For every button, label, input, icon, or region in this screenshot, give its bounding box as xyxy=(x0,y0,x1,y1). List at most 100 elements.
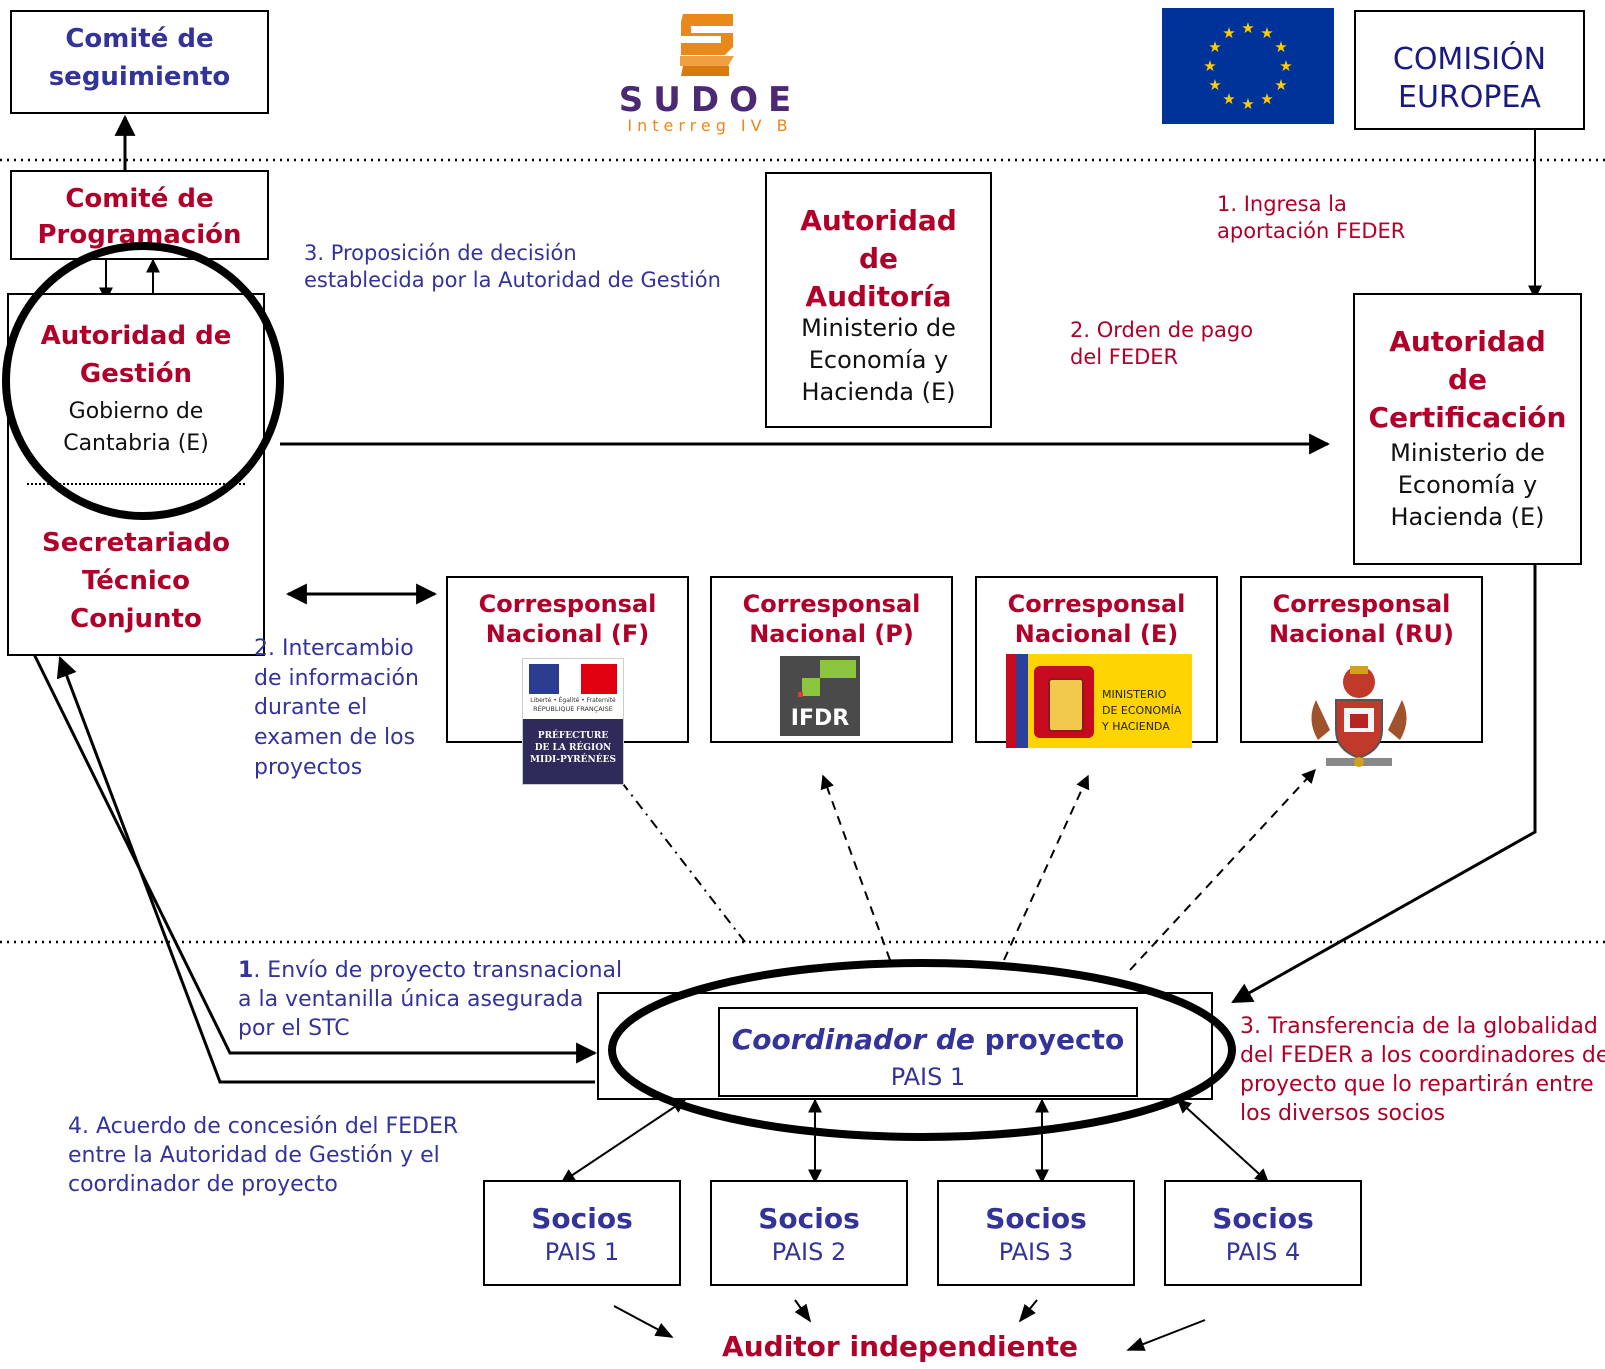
comite-programacion-line1: Comité de xyxy=(65,184,214,214)
autoridad-auditoria-box: Autoridad de Auditoría Ministerio de Eco… xyxy=(765,172,992,428)
prefecture-motto: Liberté • Égalité • Fraternité xyxy=(530,697,616,704)
svg-text:★: ★ xyxy=(1222,90,1235,108)
corresponsal-e-title1: Corresponsal xyxy=(1007,590,1186,618)
prefecture-line2: DE LA RÉGION xyxy=(534,743,612,753)
coordinador-sub: PAIS 1 xyxy=(890,1063,966,1091)
certificacion-sub3: Hacienda (E) xyxy=(1390,503,1545,531)
socios-1-sub: PAIS 1 xyxy=(544,1238,620,1266)
svg-text:★: ★ xyxy=(1208,76,1221,94)
corresponsal-p-title1: Corresponsal xyxy=(742,590,921,618)
comite-seguimiento-box: Comité de seguimiento xyxy=(10,10,269,114)
comision-line2: EUROPEA xyxy=(1398,80,1541,115)
ministry-line1: MINISTERIO xyxy=(1102,688,1167,701)
svg-text:★: ★ xyxy=(1208,38,1221,56)
orden-line1: 2. Orden de pago xyxy=(1070,318,1254,342)
sudoe-logo: SUDOE Interreg IV B xyxy=(600,8,820,135)
sudoe-name: SUDOE xyxy=(618,80,802,120)
prefecture-line3: MIDI-PYRÉNÉES xyxy=(530,755,616,765)
auditoria-sub3: Hacienda (E) xyxy=(801,378,956,406)
autoridad-gestion-title2: Gestión xyxy=(79,359,193,389)
ministry-line3: Y HACIENDA xyxy=(1102,720,1170,733)
ingresa-line1: 1. Ingresa la xyxy=(1217,192,1347,216)
svg-text:★: ★ xyxy=(1260,90,1273,108)
french-prefecture-logo-icon: Liberté • Égalité • Fraternité RÉPUBLIQU… xyxy=(522,658,624,785)
corresponsal-p-title2: Nacional (P) xyxy=(749,620,914,648)
prefecture-republique: RÉPUBLIQUE FRANÇAISE xyxy=(533,705,613,713)
proposicion-line2: establecida por la Autoridad de Gestión xyxy=(304,268,721,293)
envio-line1: . Envío de proyecto transnacional xyxy=(253,958,623,983)
intercambio-line4: examen de los xyxy=(254,725,416,751)
auditoria-sub1: Ministerio de xyxy=(801,314,956,342)
acuerdo-line2: entre la Autoridad de Gestión y el xyxy=(68,1143,440,1169)
annotation-acuerdo: 4. Acuerdo de concesión del FEDER entre … xyxy=(68,1112,458,1199)
envio-line3: por el STC xyxy=(238,1016,350,1042)
annotation-proposicion: 3. Proposición de decisión establecida p… xyxy=(304,240,721,295)
svg-text:★: ★ xyxy=(1274,38,1287,56)
corresponsal-e-title2: Nacional (E) xyxy=(1014,620,1179,648)
envio-line2: a la ventanilla única asegurada xyxy=(238,987,584,1013)
auditoria-title1: Autoridad xyxy=(800,204,957,237)
intercambio-line5: proyectos xyxy=(254,754,363,780)
certificacion-title1: Autoridad xyxy=(1389,325,1546,358)
sudoe-mark-icon xyxy=(680,14,734,76)
intercambio-line3: durante el xyxy=(254,695,368,721)
comite-programacion-line2: Programación xyxy=(37,220,242,250)
svg-text:★: ★ xyxy=(1203,57,1216,75)
annotation-ingresa: 1. Ingresa la aportación FEDER xyxy=(1217,191,1405,246)
orden-line2: del FEDER xyxy=(1070,345,1179,370)
comision-line1: COMISIÓN xyxy=(1392,42,1547,77)
svg-text:★: ★ xyxy=(1241,19,1254,37)
proposicion-line1: 3. Proposición de decisión xyxy=(304,241,577,265)
coordinador-title-rest: proyecto xyxy=(984,1023,1125,1056)
svg-text:★: ★ xyxy=(1222,24,1235,42)
comite-programacion-box: Comité de Programación xyxy=(10,170,269,260)
inner-divider xyxy=(27,483,245,485)
ministry-line2: DE ECONOMÍA xyxy=(1102,704,1182,717)
prefecture-line1: PRÉFECTURE xyxy=(537,731,609,741)
certificacion-sub2: Economía y xyxy=(1397,471,1538,499)
svg-text:★: ★ xyxy=(1274,76,1287,94)
annotation-orden: 2. Orden de pago del FEDER xyxy=(1070,317,1253,372)
certificacion-title2: de xyxy=(1447,363,1488,396)
autoridad-gestion-sub2: Cantabria (E) xyxy=(63,431,209,456)
annotation-transferencia: 3. Transferencia de la globalidad del FE… xyxy=(1240,1012,1605,1128)
auditoria-sub2: Economía y xyxy=(808,346,949,374)
annotation-intercambio: 2. Intercambio de información durante el… xyxy=(254,634,419,782)
gibraltar-coat-of-arms-icon xyxy=(1306,660,1412,772)
eu-flag-icon: ★★★ ★★★ ★★★ ★★★ xyxy=(1162,8,1334,124)
autoridad-gestion-title1: Autoridad de xyxy=(40,321,232,351)
annotation-envio: 1. Envío de proyecto transnacional a la … xyxy=(238,956,622,1043)
socios-3-title: Socios xyxy=(985,1202,1087,1235)
comite-seguimiento-line1: Comité de xyxy=(65,24,214,54)
svg-text:★: ★ xyxy=(1260,24,1273,42)
socios-pais4-box: Socios PAIS 4 xyxy=(1164,1180,1362,1286)
coordinador-title: Coordinador de proyecto xyxy=(720,1023,1136,1057)
secretariado-line2: Técnico xyxy=(81,566,191,596)
socios-1-title: Socios xyxy=(531,1202,633,1235)
coordinador-title-italic: Coordinador de xyxy=(731,1023,975,1056)
spain-ministry-logo-icon: MINISTERIO DE ECONOMÍA Y HACIENDA xyxy=(1006,654,1192,748)
socios-2-sub: PAIS 2 xyxy=(771,1238,847,1266)
comision-europea-box: COMISIÓN EUROPEA xyxy=(1354,10,1585,130)
socios-pais3-box: Socios PAIS 3 xyxy=(937,1180,1135,1286)
socios-3-sub: PAIS 3 xyxy=(998,1238,1074,1266)
socios-pais2-box: Socios PAIS 2 xyxy=(710,1180,908,1286)
auditoria-title3: Auditoría xyxy=(805,280,952,313)
sudoe-sub: Interreg IV B xyxy=(627,116,793,135)
autoridad-certificacion-box: Autoridad de Certificación Ministerio de… xyxy=(1353,293,1582,565)
transferencia-line4: los diversos socios xyxy=(1240,1101,1446,1127)
corresponsal-f-title2: Nacional (F) xyxy=(485,620,650,648)
certificacion-title3: Certificación xyxy=(1368,401,1567,434)
ifdr-text: IFDR xyxy=(790,706,850,731)
coordinador-box: Coordinador de proyecto PAIS 1 xyxy=(718,1007,1138,1097)
envio-num: 1 xyxy=(238,958,254,983)
socios-4-sub: PAIS 4 xyxy=(1225,1238,1301,1266)
svg-text:★: ★ xyxy=(1241,95,1254,113)
acuerdo-line1: 4. Acuerdo de concesión del FEDER xyxy=(68,1114,459,1139)
secretariado-line1: Secretariado xyxy=(42,528,230,558)
gestion-secretariado-box: Autoridad de Gestión Gobierno de Cantabr… xyxy=(7,293,265,656)
socios-pais1-box: Socios PAIS 1 xyxy=(483,1180,681,1286)
socios-2-title: Socios xyxy=(758,1202,860,1235)
auditoria-title2: de xyxy=(858,242,899,275)
secretariado-line3: Conjunto xyxy=(70,604,202,634)
